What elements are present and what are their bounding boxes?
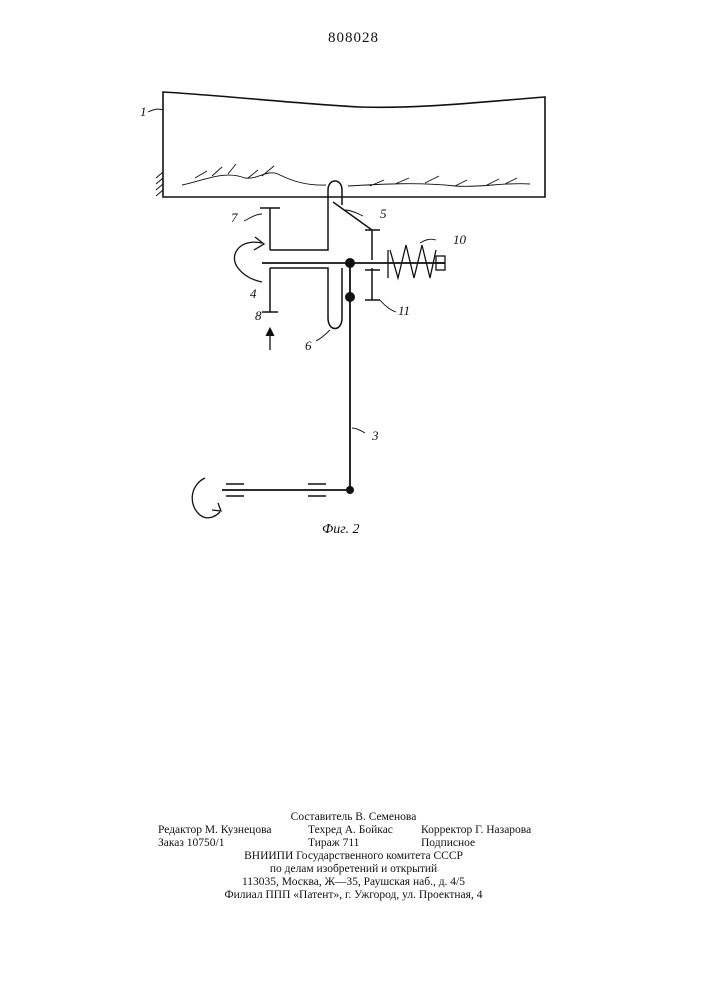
order-line: Заказ 10750/1 [158,837,225,850]
label-6: 6 [305,338,312,353]
label-11: 11 [398,303,410,318]
sediment-right [348,176,530,186]
upper-hook [328,181,342,205]
label-3: 3 [371,428,379,443]
editor-line: Редактор М. Кузнецова [158,824,271,837]
techred-line: Техред А. Бойкас [308,824,393,837]
spring-10 [390,245,436,278]
subscription-line: Подписное [421,837,475,850]
compiler-line: Составитель В. Семенова [0,811,707,824]
element-7 [260,197,328,250]
label-1: 1 [140,104,147,119]
org-line-2: по делам изобретений и открытий [0,863,707,876]
org-line-1: ВНИИПИ Государственного комитета СССР [0,850,707,863]
leader-lines [148,109,436,433]
joint-bottom [346,486,354,494]
label-7: 7 [231,210,238,225]
element-11 [365,268,380,300]
patent-figure-2: 1 7 5 10 4 11 8 6 3 Фиг. 2 [0,0,707,560]
wall-hatch [156,172,163,196]
joint-top [345,258,355,268]
corrector-line: Корректор Г. Назарова [421,824,531,837]
lever-5 [333,202,372,260]
address-line: 113035, Москва, Ж—35, Раушская наб., д. … [0,876,707,889]
joint-mid [345,292,355,302]
label-10: 10 [453,232,467,247]
branch-line: Филиал ППП «Патент», г. Ужгород, ул. Про… [0,889,707,902]
label-4: 4 [250,286,257,301]
label-5: 5 [380,206,387,221]
label-8: 8 [255,308,262,323]
lower-bracket [270,268,342,329]
sediment-left [182,164,326,185]
figure-caption: Фиг. 2 [322,522,360,537]
rotation-arrow-bottom [192,478,220,518]
circulation-line: Тираж 711 [308,837,359,850]
container-outline [163,92,545,197]
